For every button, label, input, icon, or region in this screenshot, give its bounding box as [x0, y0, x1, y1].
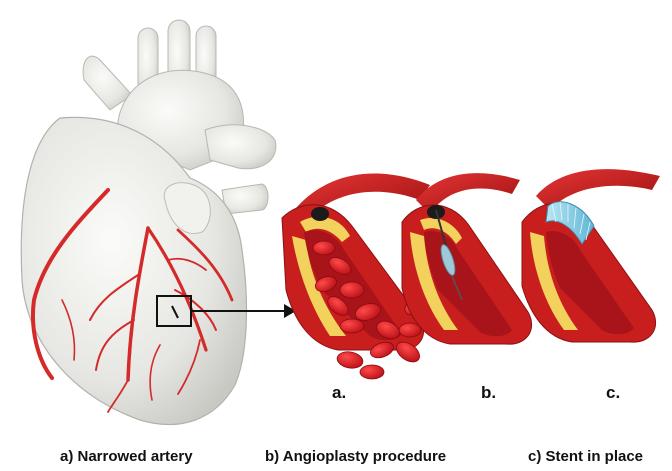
caption-angioplasty-procedure: b) Angioplasty procedure	[265, 448, 446, 465]
pulmonary-artery	[205, 125, 276, 169]
panel-letter-b: b.	[481, 383, 496, 403]
panel-letter-a: a.	[332, 383, 346, 403]
caption-narrowed-artery: a) Narrowed artery	[60, 448, 193, 465]
vessel-stent	[522, 169, 660, 342]
vessel-angioplasty	[402, 173, 532, 344]
heart	[21, 20, 276, 425]
caption-stent-in-place: c) Stent in place	[528, 448, 643, 465]
heart-body	[21, 117, 246, 424]
panel-letter-c: c.	[606, 383, 620, 403]
